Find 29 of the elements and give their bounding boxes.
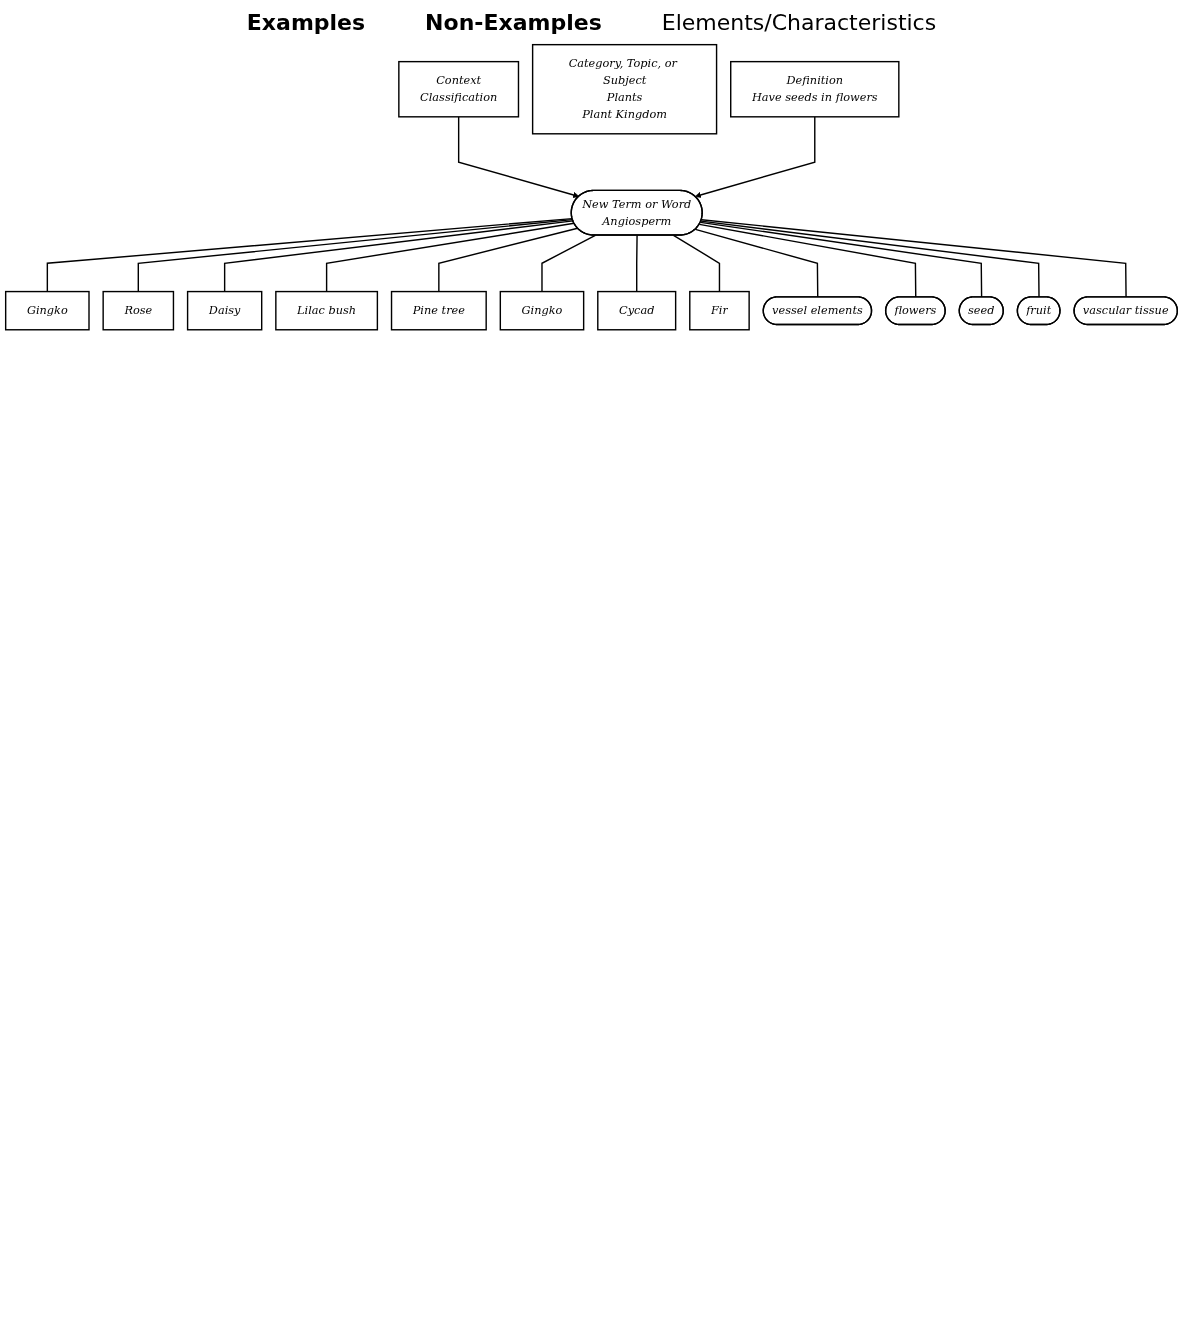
connector: [46, 217, 574, 293]
connector: [541, 234, 597, 293]
connector: [137, 218, 574, 293]
connector: [698, 223, 917, 298]
node-box: Daisy: [186, 290, 263, 331]
connector: [672, 234, 721, 293]
node-box: Pine tree: [390, 290, 487, 331]
node-box: Definition Have seeds in flowers: [730, 60, 900, 118]
connector: [694, 228, 819, 298]
connector: [636, 234, 638, 293]
connector: [325, 222, 575, 293]
arrow: [694, 116, 816, 198]
section-heading: Non-Examples: [425, 10, 602, 35]
connector: [223, 220, 574, 293]
connector: [700, 219, 1127, 298]
node-box: Category, Topic, or Subject Plants Plant Kingdom: [531, 43, 718, 135]
node-box: Rose: [102, 290, 175, 331]
node-box: Cycad: [597, 290, 677, 331]
section-heading: Examples: [246, 10, 366, 35]
connector: [700, 220, 1040, 298]
node-box: Fir: [689, 290, 750, 331]
section-heading: Elements/Characteristics: [661, 10, 937, 35]
arrow: [457, 116, 580, 198]
connector: [699, 221, 983, 298]
node-box: Context Classification: [398, 60, 520, 118]
node-box: Gingko: [4, 290, 90, 331]
connector: [438, 227, 579, 293]
node-box: Lilac bush: [275, 290, 379, 331]
node-box: Gingko: [499, 290, 585, 331]
